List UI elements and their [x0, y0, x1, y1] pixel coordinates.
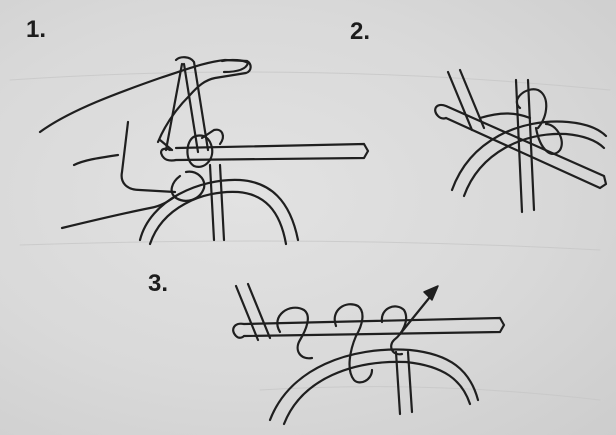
step-3-illustration	[233, 284, 504, 424]
step-1-yarn-ring	[140, 180, 298, 244]
step-2-yarn-ring	[452, 122, 606, 196]
step-2-illustration	[435, 70, 606, 212]
step-3-loop-1	[277, 308, 312, 359]
step-1-crochet-hook	[161, 144, 368, 161]
step-3-crochet-hook	[233, 318, 504, 338]
step-1-loop-on-hook	[187, 136, 212, 167]
step-1-lower-finger	[62, 172, 204, 228]
step-1-yarn-tail	[210, 165, 224, 240]
step-1-illustration	[40, 57, 368, 244]
step-3-arrowhead	[424, 286, 438, 300]
scan-texture	[10, 72, 610, 400]
step-1-hand	[74, 122, 175, 192]
step-1-fingernail	[222, 60, 248, 72]
